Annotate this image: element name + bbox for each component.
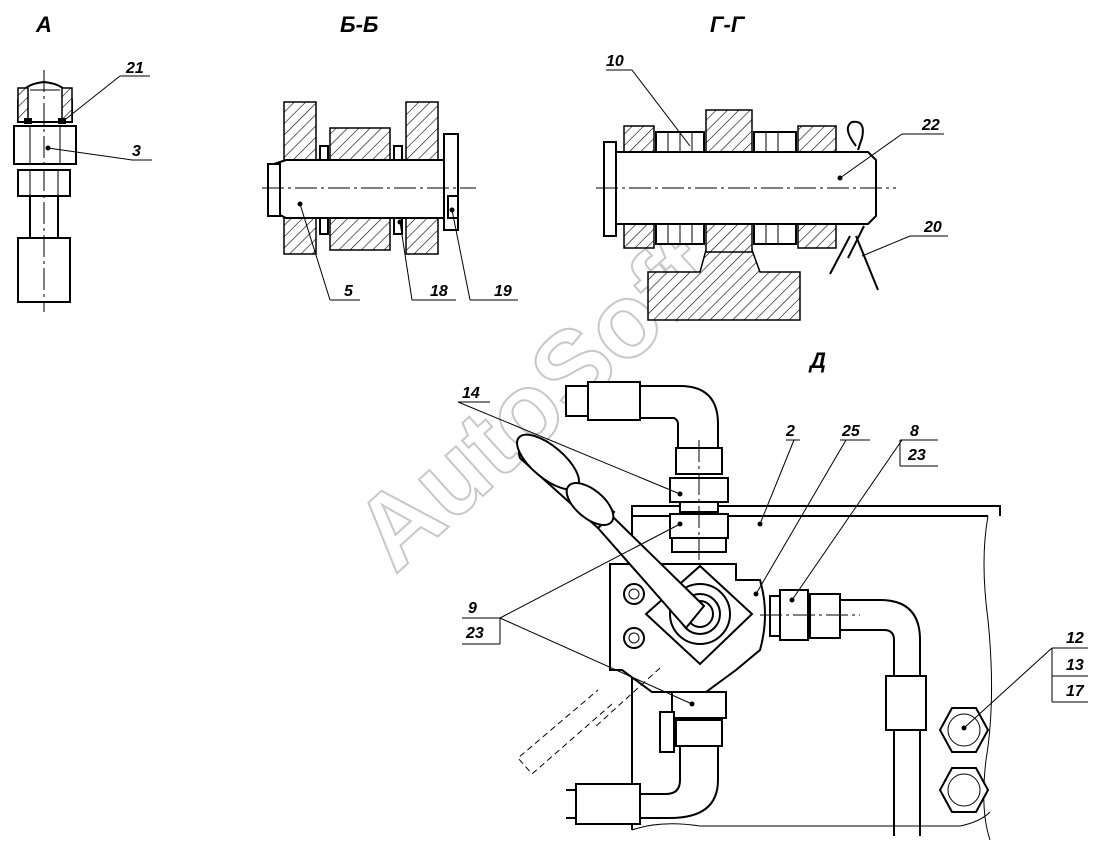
callout-23-bottom: 23 [465,625,484,642]
callout-13: 13 [1066,657,1084,674]
view-d-title: Д [808,348,826,373]
view-a-title: А [35,12,52,37]
callout-3: 3 [132,143,141,160]
callout-25: 25 [841,423,861,440]
callout-20: 20 [923,219,942,236]
callout-9: 9 [468,600,477,617]
callout-22: 22 [921,117,940,134]
callout-12: 12 [1066,630,1084,647]
view-a: А 21 3 [13,12,152,312]
section-gg: Г-Г 10 [596,12,948,321]
section-bb: Б-Б 5 18 19 [262,12,518,301]
callout-18: 18 [430,283,448,300]
callout-10: 10 [606,53,624,70]
callout-21: 21 [125,60,144,77]
callout-19: 19 [494,283,512,300]
callout-23-top: 23 [907,447,926,464]
callout-17: 17 [1066,683,1085,700]
callout-5: 5 [344,283,354,300]
section-bb-title: Б-Б [340,12,378,37]
view-d: Д [457,348,1088,841]
callout-8: 8 [910,423,919,440]
callout-2: 2 [785,423,795,440]
callout-14: 14 [462,385,480,402]
section-gg-title: Г-Г [710,12,746,37]
